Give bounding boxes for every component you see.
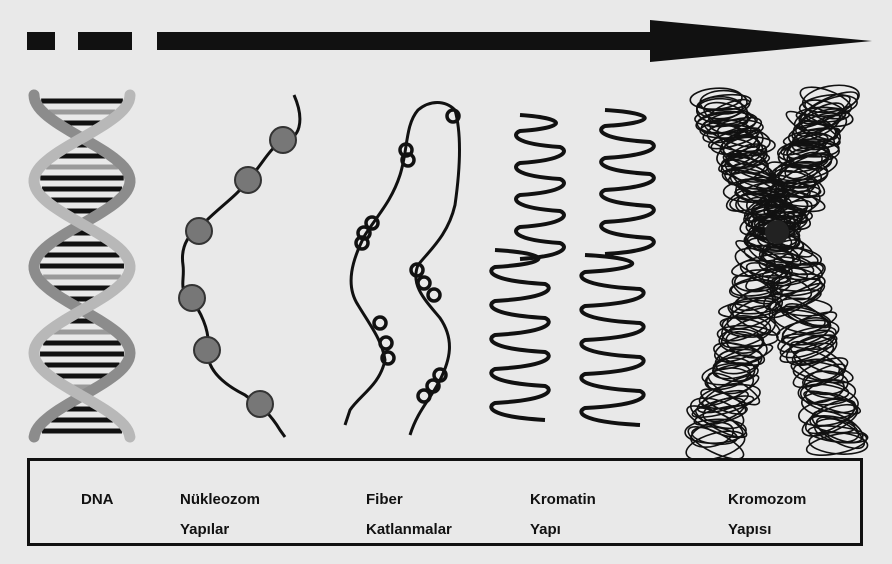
nucleosome-bead [270,127,296,153]
label-chromosome-line2: Yapısı [728,515,806,545]
chromatin-right-upper [601,110,654,254]
chromatin-left-upper [516,115,564,259]
arrow-shaft [157,32,657,50]
nucleosome-bead [186,218,212,244]
fiber-coil [418,277,430,289]
fiber-coil [374,317,386,329]
arrow-head [650,20,872,62]
label-chromatin: Kromatin Yapı [530,485,596,545]
nucleosome-bead [235,167,261,193]
chromatin-right-lower [581,255,643,425]
label-nucleosome-line2: Yapılar [180,515,260,545]
fiber-coil [428,289,440,301]
nucleosome-bead [247,391,273,417]
nucleosome-bead [179,285,205,311]
chromosome [683,81,869,466]
label-box: DNA Nükleozom Yapılar Fiber Katlanmalar … [27,458,863,546]
chromatin-left-lower [491,250,548,420]
label-chromatin-line1: Kromatin [530,485,596,515]
label-nucleosome-line1: Nükleozom [180,485,260,515]
label-chromosome: Kromozom Yapısı [728,485,806,545]
label-nucleosome: Nükleozom Yapılar [180,485,260,545]
label-chromosome-line1: Kromozom [728,485,806,515]
progression-arrow [27,20,872,62]
label-dna: DNA [81,485,114,515]
label-fiber-line1: Fiber [366,485,452,515]
label-chromatin-line2: Yapı [530,515,596,545]
arrow-dash-1 [27,32,55,50]
fiber-folding [345,103,460,436]
fiber-thread-right [410,110,460,435]
label-fiber: Fiber Katlanmalar [366,485,452,545]
dna-helix [34,95,130,437]
nucleosome-string [179,95,300,437]
centromere [765,220,789,244]
label-fiber-line2: Katlanmalar [366,515,452,545]
chromatin-loops [491,110,654,425]
nucleosome-bead [194,337,220,363]
arrow-dash-2 [78,32,132,50]
label-dna-line1: DNA [81,485,114,515]
fiber-coil [418,390,430,402]
fiber-coil [380,337,392,349]
